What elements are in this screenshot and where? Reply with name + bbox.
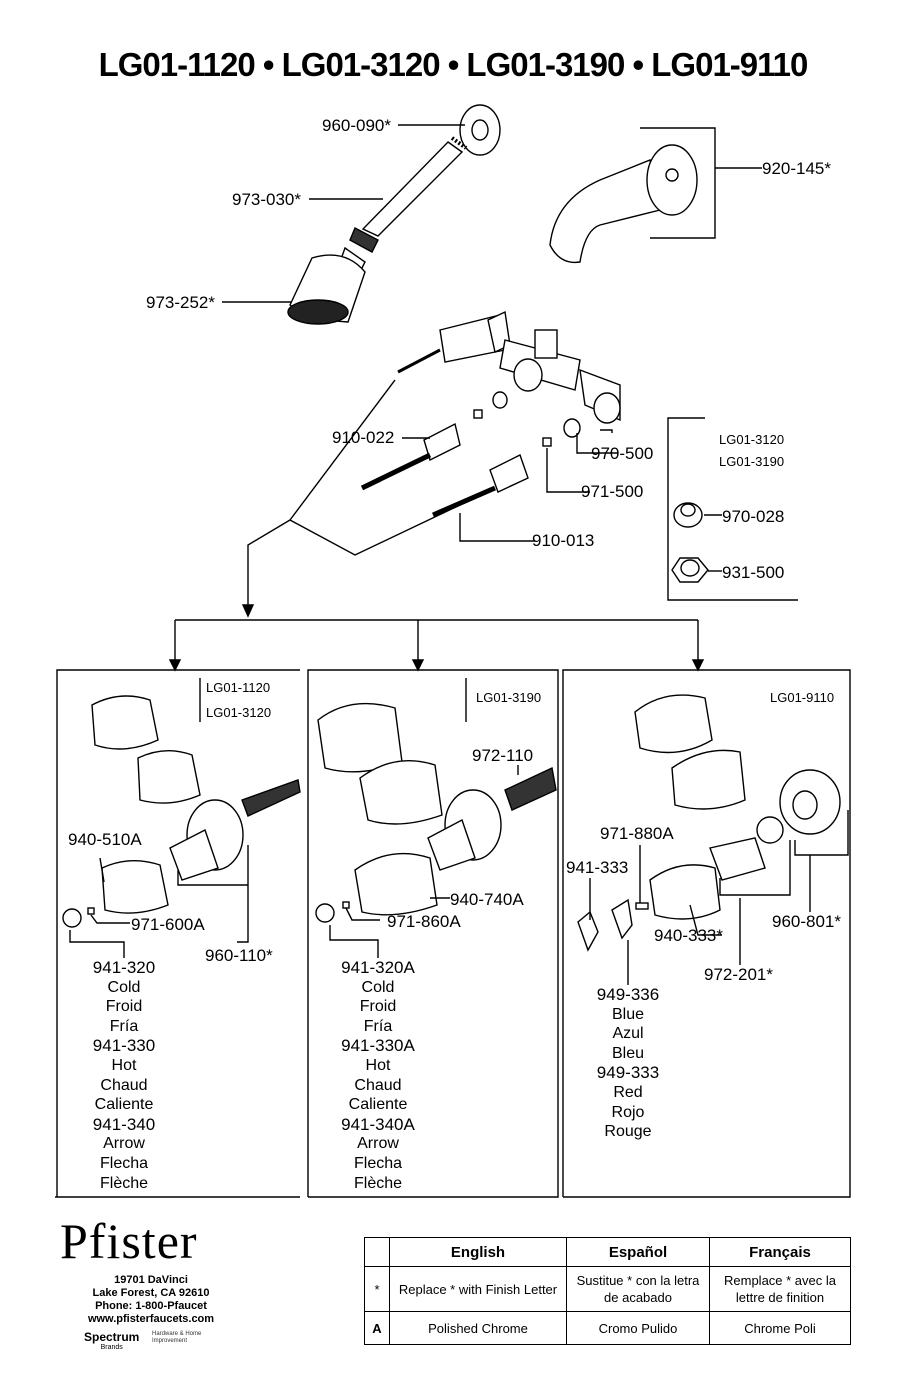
cap-text: Flecha [353, 1154, 403, 1172]
cap-text: Fría [363, 1017, 393, 1035]
spectrum-sub: Brands [100, 1344, 123, 1351]
legend-key: * [364, 1266, 390, 1312]
cap-text: Arrow [357, 1135, 399, 1153]
cap-text: Chaud [100, 1076, 148, 1094]
panel1-model-1: LG01-1120 [206, 680, 271, 695]
legend-blank-header [364, 1237, 390, 1267]
legend-header-francais: Français [709, 1237, 851, 1267]
panel1-handle-icons [62, 695, 301, 928]
valve-body-icon [397, 310, 621, 424]
pfister-logo: Pfister [60, 1213, 198, 1269]
cap-part: 949-336 [596, 985, 660, 1004]
cap-text: Blue [611, 1005, 645, 1023]
label-970-028: 970-028 [722, 507, 785, 526]
nut-931-500-icon [671, 557, 709, 583]
legend-fr: Chrome Poli [709, 1311, 851, 1345]
address-line: Lake Forest, CA 92610 [92, 1287, 210, 1299]
legend-key: A [364, 1311, 390, 1345]
label-971-880A: 971-880A [600, 824, 674, 843]
cap-text: Bleu [611, 1044, 645, 1062]
spectrum-name: Spectrum [84, 1330, 140, 1344]
shower-head-icon [287, 246, 366, 325]
shower-escutcheon-icon [459, 104, 501, 156]
legend-fr: Remplace * avec la lettre de finition [709, 1266, 851, 1312]
label-960-801: 960-801* [772, 912, 842, 931]
spectrum-tagline: Hardware & Home Improvement [152, 1331, 202, 1344]
tub-spout-icon [549, 144, 698, 264]
phone-line: Phone: 1-800-Pfaucet [95, 1300, 207, 1312]
cap-text: Rojo [611, 1103, 645, 1121]
cap-text: Hot [111, 1056, 137, 1074]
label-973-252: 973-252* [146, 293, 216, 312]
model-label-upper-2: LG01-3190 [719, 454, 785, 469]
legend-en: Replace * with Finish Letter [389, 1266, 567, 1312]
label-920-145: 920-145* [762, 159, 832, 178]
cap-text: Hot [365, 1056, 391, 1074]
legend-es: Sustitue * con la letra de acabado [566, 1266, 710, 1312]
label-970-500: 970-500 [591, 444, 654, 463]
cap-part: 941-320A [341, 958, 415, 977]
cap-text: Flèche [353, 1174, 403, 1192]
label-910-013: 910-013 [532, 531, 595, 550]
label-972-110: 972-110 [472, 746, 534, 765]
shower-arm-icon [349, 136, 468, 253]
legend-header-espanol: Español [566, 1237, 710, 1267]
cap-text: Fría [109, 1017, 139, 1035]
cap-text: Flecha [99, 1154, 149, 1172]
address-line: 19701 DaVinci [114, 1274, 188, 1286]
seat-970-028-icon [673, 502, 703, 528]
cap-text: Froid [105, 998, 143, 1016]
cap-text: Flèche [99, 1174, 149, 1192]
stem-910-013-icon [432, 454, 529, 518]
cap-text: Cold [361, 978, 395, 996]
label-971-860A: 971-860A [387, 912, 461, 931]
cap-text: Cold [107, 978, 141, 996]
label-940-333: 940-333* [654, 926, 724, 945]
cap-text: Red [613, 1083, 643, 1101]
panel2-handle-icons [315, 702, 557, 923]
panel1-cap-list: 941-320 Cold Froid Fría 941-330 Hot Chau… [64, 958, 184, 1193]
cap-text: Chaud [354, 1076, 402, 1094]
label-973-030: 973-030* [232, 190, 302, 209]
label-971-600A: 971-600A [131, 915, 205, 934]
cap-part: 941-340A [341, 1114, 415, 1134]
cap-part: 941-340 [92, 1114, 156, 1134]
cap-part: 941-330A [341, 1036, 415, 1056]
cap-text: Caliente [348, 1096, 408, 1114]
cap-part: 949-333 [596, 1063, 660, 1083]
spectrum-logo: Spectrum Brands [84, 1330, 139, 1352]
label-940-510A: 940-510A [68, 830, 142, 849]
legend-en: Polished Chrome [389, 1311, 567, 1345]
cap-text: Arrow [103, 1135, 145, 1153]
company-address: 19701 DaVinci Lake Forest, CA 92610 Phon… [70, 1274, 232, 1326]
page-title: LG01-1120 • LG01-3120 • LG01-3190 • LG01… [98, 46, 809, 83]
panel1-model-2: LG01-3120 [206, 705, 272, 720]
model-label-upper-1: LG01-3120 [719, 432, 785, 447]
label-960-110: 960-110* [205, 946, 273, 965]
label-910-022: 910-022 [332, 428, 395, 447]
panel3-model: LG01-9110 [770, 690, 835, 705]
label-940-740A: 940-740A [450, 890, 524, 909]
cap-text: Azul [612, 1025, 644, 1043]
legend-es: Cromo Pulido [566, 1311, 710, 1345]
label-931-500: 931-500 [722, 563, 785, 582]
label-941-333: 941-333 [566, 858, 629, 877]
cap-text: Froid [359, 998, 397, 1016]
cap-text: Rouge [604, 1123, 652, 1141]
label-960-090: 960-090* [322, 116, 392, 135]
panel2-model: LG01-3190 [476, 690, 542, 705]
website-link[interactable]: www.pfisterfaucets.com [87, 1313, 215, 1325]
finish-legend-table: English Español Français * Replace * wit… [364, 1237, 851, 1345]
label-971-500: 971-500 [581, 482, 644, 501]
legend-header-english: English [389, 1237, 567, 1267]
panel2-cap-list: 941-320A Cold Froid Fría 941-330A Hot Ch… [318, 958, 438, 1193]
stem-910-022-icon [360, 422, 461, 491]
cap-part: 941-320 [92, 958, 156, 977]
cap-part: 941-330 [92, 1036, 156, 1056]
panel3-handle-icons [577, 694, 841, 952]
label-972-201: 972-201* [704, 965, 774, 984]
cap-text: Caliente [94, 1096, 154, 1114]
panel3-cap-list: 949-336 Blue Azul Bleu 949-333 Red Rojo … [568, 985, 688, 1142]
